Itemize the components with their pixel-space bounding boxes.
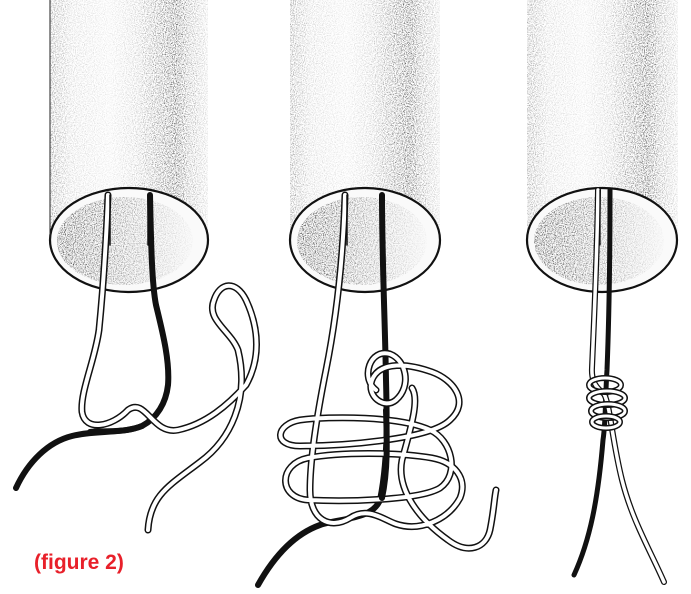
panel-3-tube (527, 0, 678, 292)
panel-2-tube (290, 0, 440, 292)
panel-3-finished-knot (527, 0, 678, 582)
panel-1-tube (50, 0, 208, 292)
panel-1-step-one (16, 0, 257, 530)
panel-2-step-two (258, 0, 496, 585)
figure-caption: (figure 2) (34, 551, 124, 575)
